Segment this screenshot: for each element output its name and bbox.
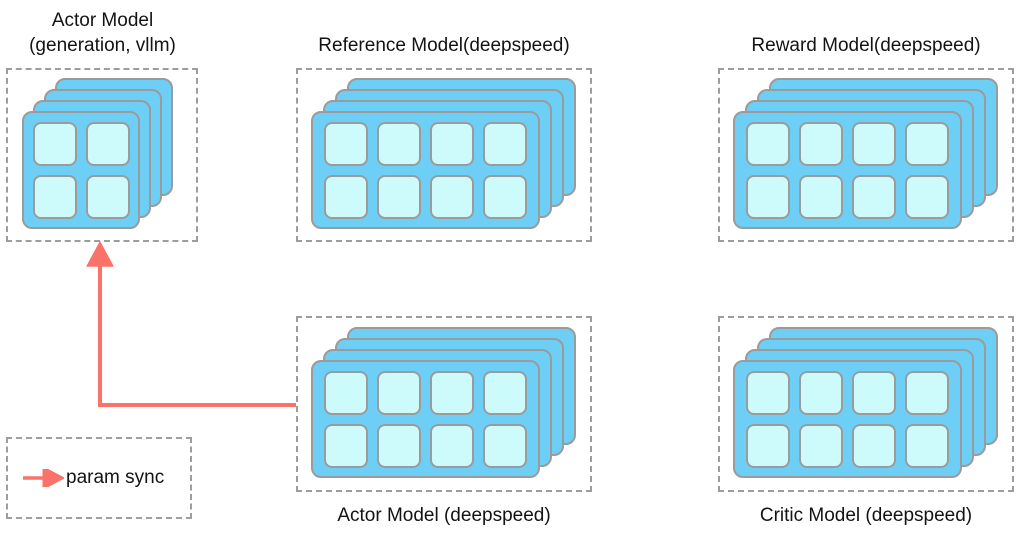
card-stack-actor-deepspeed bbox=[298, 318, 590, 490]
card-stack-reference-model bbox=[298, 70, 590, 240]
card-cell bbox=[324, 121, 368, 166]
card-cell bbox=[483, 423, 527, 468]
card-cell bbox=[324, 423, 368, 468]
card-cell bbox=[377, 423, 421, 468]
group-title-reference-model: Reference Model(deepspeed) bbox=[318, 35, 570, 56]
card-cell bbox=[746, 370, 790, 415]
card-cell bbox=[905, 121, 949, 166]
card-cell bbox=[852, 423, 896, 468]
group-box-reward-model bbox=[718, 68, 1014, 242]
card-cell bbox=[905, 370, 949, 415]
card-cell bbox=[377, 370, 421, 415]
card-cell bbox=[377, 174, 421, 219]
card-cell bbox=[430, 370, 474, 415]
card-cell bbox=[85, 121, 130, 166]
card-cell bbox=[852, 370, 896, 415]
card-layer-1-front bbox=[733, 111, 962, 229]
card-stack-reward-model bbox=[720, 70, 1012, 240]
group-title-critic-model: Critic Model (deepspeed) bbox=[759, 505, 973, 526]
card-layer-1-front bbox=[733, 360, 962, 478]
card-cell bbox=[852, 174, 896, 219]
card-layer-1-front bbox=[311, 360, 540, 478]
param-sync-legend-arrow-icon bbox=[23, 469, 64, 487]
card-stack-actor-vllm bbox=[8, 70, 196, 240]
card-cell bbox=[324, 370, 368, 415]
group-box-actor-vllm bbox=[6, 68, 198, 242]
card-cell bbox=[430, 423, 474, 468]
card-cell bbox=[799, 370, 843, 415]
card-layer-1-front bbox=[311, 111, 540, 229]
card-cell bbox=[85, 174, 130, 219]
group-box-critic-model bbox=[718, 316, 1014, 492]
group-title-actor-vllm: Actor Model (generation, vllm) bbox=[29, 10, 176, 56]
card-stack-critic-model bbox=[720, 318, 1012, 490]
param-sync-arrow-path bbox=[86, 240, 296, 407]
card-cell bbox=[483, 121, 527, 166]
legend-box: param sync bbox=[6, 437, 192, 519]
card-cell bbox=[799, 174, 843, 219]
card-cell bbox=[483, 370, 527, 415]
card-cell bbox=[799, 423, 843, 468]
card-cell bbox=[852, 121, 896, 166]
legend-label: param sync bbox=[66, 467, 165, 488]
card-cell bbox=[746, 174, 790, 219]
card-layer-1-front bbox=[22, 111, 140, 229]
group-title-actor-deepspeed: Actor Model (deepspeed) bbox=[337, 505, 551, 526]
card-cell bbox=[905, 174, 949, 219]
card-cell bbox=[430, 121, 474, 166]
group-title-reward-model: Reward Model(deepspeed) bbox=[751, 35, 981, 56]
card-cell bbox=[746, 423, 790, 468]
card-cell bbox=[799, 121, 843, 166]
card-cell bbox=[32, 174, 77, 219]
card-cell bbox=[483, 174, 527, 219]
card-cell bbox=[324, 174, 368, 219]
card-cell bbox=[746, 121, 790, 166]
card-cell bbox=[905, 423, 949, 468]
group-box-actor-deepspeed bbox=[296, 316, 592, 492]
group-box-reference-model bbox=[296, 68, 592, 242]
card-cell bbox=[32, 121, 77, 166]
card-cell bbox=[430, 174, 474, 219]
card-cell bbox=[377, 121, 421, 166]
